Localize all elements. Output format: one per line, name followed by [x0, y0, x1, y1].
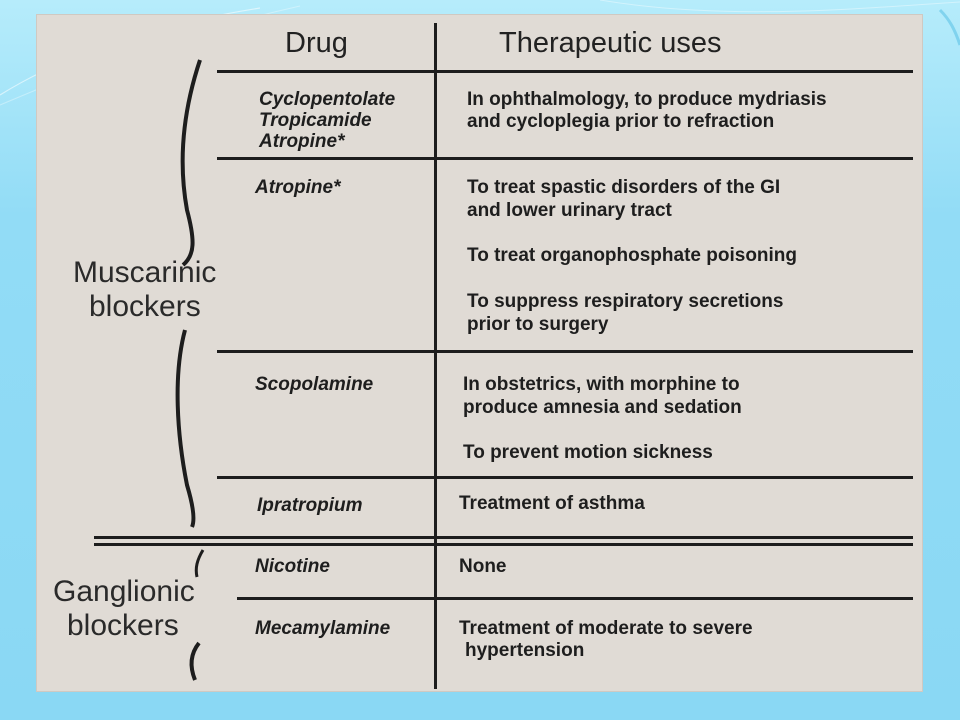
drug-name: Ipratropium — [257, 495, 363, 516]
therapeutic-use: To suppress respiratory secretions — [467, 291, 784, 312]
category-muscarinic-line1: Muscarinic — [73, 256, 217, 289]
row-divider — [217, 476, 913, 479]
category-ganglionic-line1: Ganglionic — [53, 575, 195, 608]
therapeutic-use: Treatment of asthma — [459, 493, 645, 514]
drug-name: Cyclopentolate — [259, 89, 396, 110]
therapeutic-use: Treatment of moderate to severe — [459, 618, 753, 639]
therapeutic-use: To prevent motion sickness — [463, 442, 713, 463]
section-divider-bottom — [94, 543, 913, 546]
drug-name: Atropine* — [259, 131, 345, 152]
column-divider — [434, 23, 437, 689]
drug-name: Tropicamide — [259, 110, 372, 131]
therapeutic-use: None — [459, 556, 507, 577]
therapeutic-use: and lower urinary tract — [467, 200, 672, 221]
therapeutic-use: In ophthalmology, to produce mydriasis — [467, 89, 827, 110]
therapeutic-use: To treat organophosphate poisoning — [467, 245, 798, 266]
therapeutic-use: prior to surgery — [467, 314, 609, 335]
row-divider — [217, 350, 913, 353]
therapeutic-use: and cycloplegia prior to refraction — [467, 111, 775, 132]
category-muscarinic-line2: blockers — [89, 290, 201, 323]
header-drug: Drug — [285, 27, 348, 59]
header-rule — [217, 70, 913, 73]
category-ganglionic-line2: blockers — [67, 609, 179, 642]
drug-name: Atropine* — [255, 177, 341, 198]
drug-name: Nicotine — [255, 556, 330, 577]
row-divider — [217, 157, 913, 160]
therapeutic-use: In obstetrics, with morphine to — [463, 374, 740, 395]
therapeutic-use: produce amnesia and sedation — [463, 397, 742, 418]
drug-name: Mecamylamine — [255, 618, 391, 639]
drug-name: Scopolamine — [255, 374, 374, 395]
drug-table-panel: Drug Therapeutic uses Muscarinic blocker… — [37, 15, 922, 691]
header-therapeutic-uses: Therapeutic uses — [499, 27, 722, 59]
section-divider-top — [94, 536, 913, 539]
therapeutic-use: hypertension — [465, 640, 585, 661]
therapeutic-use: To treat spastic disorders of the GI — [467, 177, 781, 198]
row-divider — [237, 597, 913, 600]
